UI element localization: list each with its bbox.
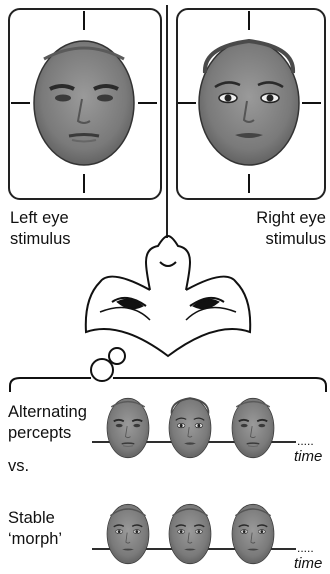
left-caption-line2: stimulus bbox=[10, 229, 71, 250]
observer-head bbox=[86, 236, 250, 356]
stable-label-line2: ‘morph’ bbox=[8, 529, 62, 550]
left-eye-caption: Left eye stimulus bbox=[10, 208, 71, 250]
left-caption-line1: Left eye bbox=[10, 208, 71, 229]
vs-label: vs. bbox=[8, 456, 29, 477]
alternating-label-line2: percepts bbox=[8, 423, 87, 444]
thought-bubble bbox=[91, 348, 125, 381]
stable-label-line1: Stable bbox=[8, 508, 62, 529]
stable-morph-label: Stable ‘morph’ bbox=[8, 508, 62, 550]
left-stimulus-face bbox=[11, 11, 157, 193]
stable-morph-timeline: ..... bbox=[92, 504, 314, 564]
alternating-label-line1: Alternating bbox=[8, 402, 87, 423]
svg-text:.....: ..... bbox=[297, 541, 314, 555]
svg-text:.....: ..... bbox=[297, 434, 314, 448]
thought-bracket bbox=[10, 378, 326, 392]
right-stimulus-face bbox=[178, 11, 321, 193]
time-label-stable: time bbox=[294, 555, 322, 572]
alternating-timeline: ..... bbox=[92, 398, 314, 458]
alternating-label: Alternating percepts bbox=[8, 402, 87, 444]
right-eye-caption: Right eye stimulus bbox=[256, 208, 326, 250]
right-caption-line1: Right eye bbox=[256, 208, 326, 229]
right-caption-line2: stimulus bbox=[256, 229, 326, 250]
time-label-alternating: time bbox=[294, 448, 322, 465]
